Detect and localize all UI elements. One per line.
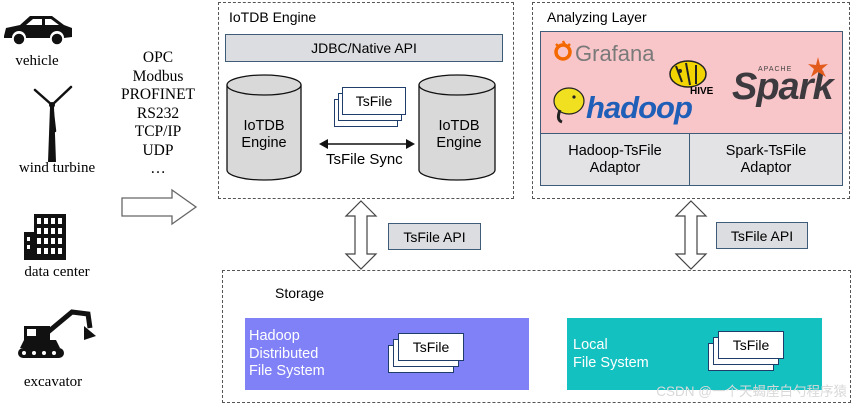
local-tsfile-stack: TsFile [704,331,788,375]
protocol-item: RS232 [136,104,180,122]
iotdb-engine-panel [218,2,514,199]
hadoop-tsfile-adaptor: Hadoop-TsFile Adaptor [541,133,690,185]
car-icon [4,16,72,46]
engine-storage-double-arrow [344,200,378,270]
iotdb-engine-title: IoTDB Engine [229,9,317,25]
tsfile-front-sheet: TsFile [342,87,406,115]
tsfile-api-right: TsFile API [716,222,808,249]
tsfile-api-left: TsFile API [388,223,481,250]
protocol-list: OPC Modbus PROFINET RS232 TCP/IP UDP … [112,49,204,179]
left-database-cylinder [226,74,302,181]
storage-panel [222,270,851,403]
tsfile-front-sheet: TsFile [398,333,464,361]
tsfile-sync-label: TsFile Sync [326,151,403,168]
source-label-excavator: excavator [23,374,83,390]
hdfs-box [245,318,529,390]
spark-logo-text: Spark [732,66,834,108]
analyzing-layer-title: Analyzing Layer [547,9,647,25]
source-label-wind-turbine: wind turbine [18,160,96,176]
hadoop-logo-text: hadoop [586,90,693,125]
grafana-logo-icon [554,40,572,61]
jdbc-native-api-bar: JDBC/Native API [225,34,503,62]
wind-turbine-icon [33,85,73,162]
building-icon [24,214,66,260]
sync-double-arrow [319,139,415,149]
excavator-icon [18,309,96,358]
source-label-data-center: data center [24,264,90,280]
protocol-item: PROFINET [120,86,196,103]
protocol-item: UDP [142,141,174,159]
hdfs-label: Hadoop Distributed File System [249,328,325,379]
protocol-item: TCP/IP [134,123,182,140]
analyzing-layer-panel [532,2,850,199]
storage-title: Storage [275,285,325,301]
protocol-item: Modbus [132,67,184,85]
grafana-logo-text: Grafana [575,41,655,66]
hdfs-tsfile-stack: TsFile [384,333,468,377]
hive-logo-text: HIVE [690,86,714,97]
spark-logo-small-text: APACHE [758,66,793,73]
hadoop-elephant-icon [553,87,585,124]
source-label-vehicle: vehicle [15,53,59,69]
watermark: CSDN @一个天蝎座白勺程序猿 [656,384,847,399]
hive-bee-icon [669,60,707,88]
left-database-label: IoTDB Engine [241,118,287,151]
protocol-item: OPC [142,49,174,66]
engine-tsfile-stack: TsFile [330,87,410,131]
analyzing-storage-double-arrow [674,200,708,270]
ingest-arrow [121,188,198,226]
spark-tsfile-adaptor: Spark-TsFile Adaptor [690,133,842,185]
protocol-item: … [150,160,166,177]
tsfile-front-sheet: TsFile [718,331,784,359]
spark-star-icon [808,57,828,77]
right-database-label: IoTDB Engine [436,118,482,151]
right-database-cylinder [418,74,496,181]
local-fs-label: Local File System [573,337,649,371]
